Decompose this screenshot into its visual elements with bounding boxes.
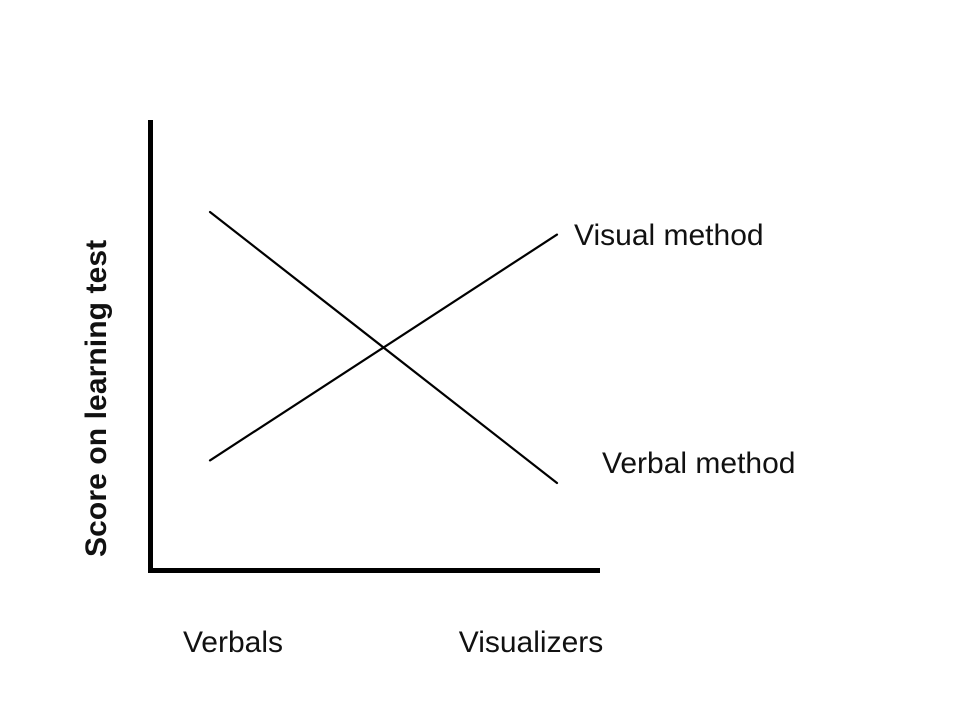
x-axis-category-verbals: Verbals bbox=[182, 626, 284, 659]
y-axis-title: Score on learning test bbox=[80, 239, 113, 557]
series-label-visual-method: Visual method bbox=[574, 219, 764, 252]
x-axis-category-visualizers: Visualizers bbox=[458, 626, 604, 659]
series-label-verbal-method: Verbal method bbox=[602, 447, 796, 480]
series-line-verbal-method bbox=[208, 210, 559, 485]
